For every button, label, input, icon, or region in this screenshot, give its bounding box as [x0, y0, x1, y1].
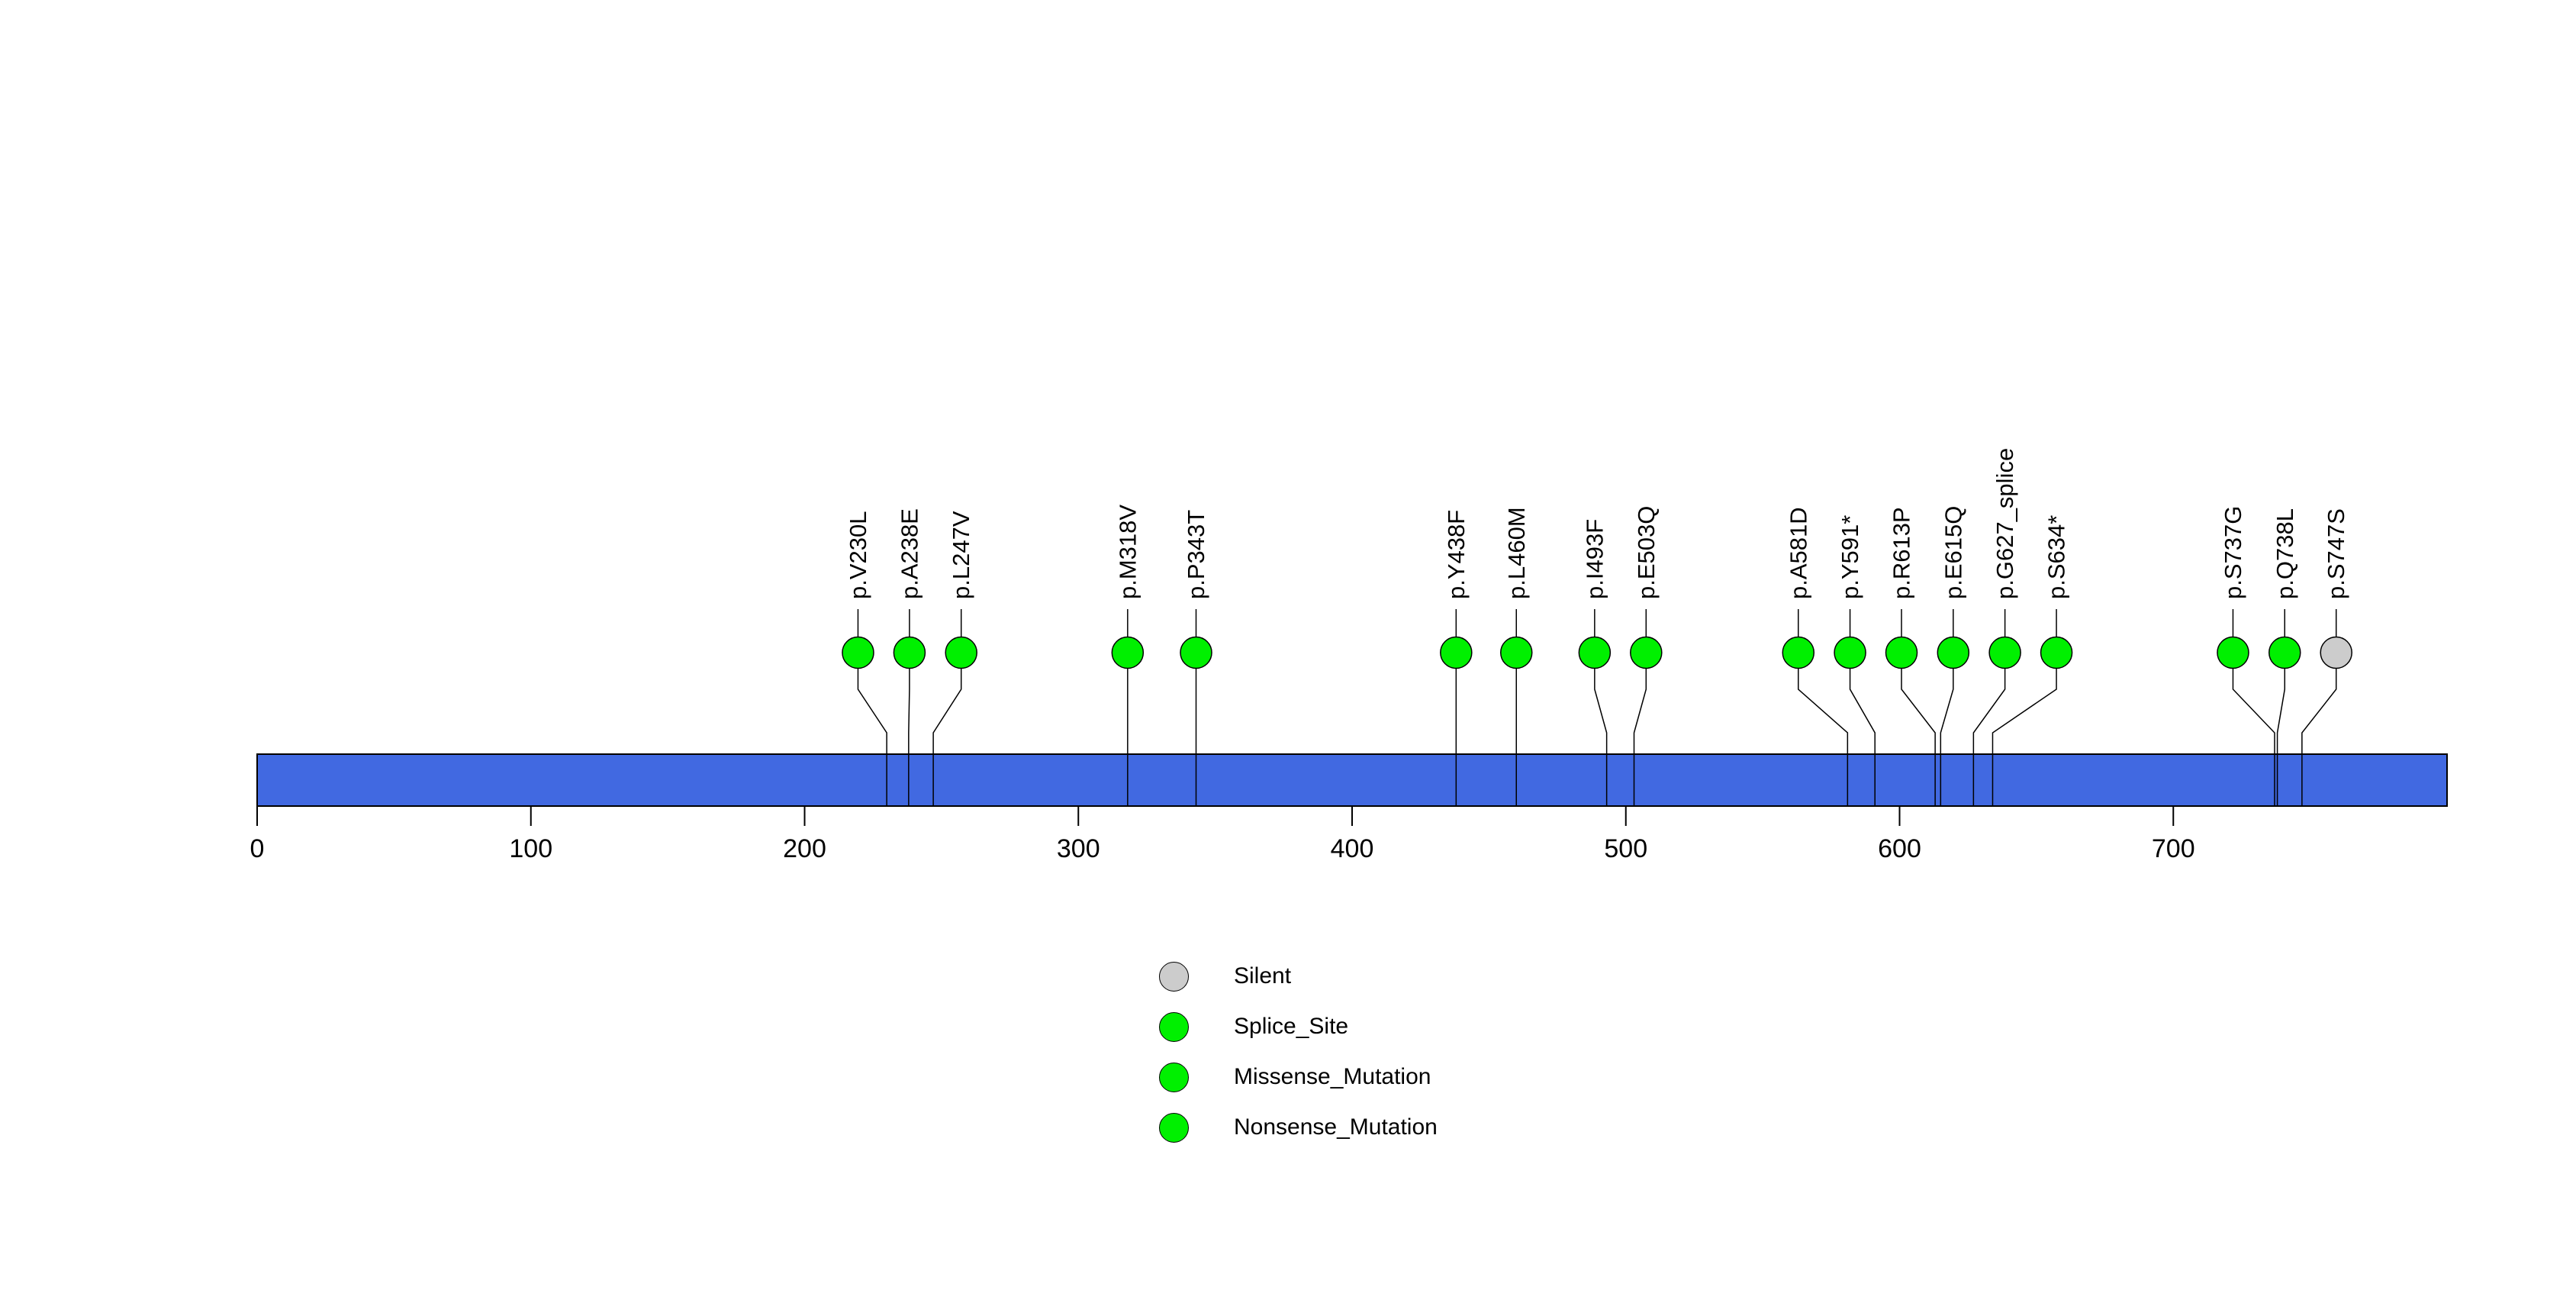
- legend-item-missense-mutation: Missense_Mutation: [1159, 1062, 1438, 1092]
- legend-label: Splice_Site: [1234, 1014, 1349, 1039]
- mutation-point: [1630, 636, 1663, 669]
- mutation-stem: [1901, 653, 1936, 806]
- mutation-point: [2268, 636, 2301, 669]
- legend-item-silent: Silent: [1159, 961, 1438, 992]
- mutation-label: p.S737G: [2220, 506, 2246, 599]
- mutation-stem: [857, 653, 887, 806]
- mutation-point: [1440, 636, 1473, 669]
- mutation-label: p.V230L: [845, 511, 871, 600]
- mutation-label: p.M318V: [1114, 505, 1141, 599]
- legend-label: Nonsense_Mutation: [1234, 1114, 1438, 1140]
- mutation-point: [1578, 636, 1612, 669]
- mutation-label: p.Q738L: [2272, 508, 2298, 599]
- mutation-label: p.S634*: [2043, 515, 2070, 599]
- protein-bar: [256, 753, 2448, 807]
- mutation-point: [1885, 636, 1918, 669]
- mutation-point: [2040, 636, 2073, 669]
- axis-tick-label: 100: [509, 834, 552, 863]
- mutation-stem: [1940, 653, 1954, 806]
- mutation-label: p.S747S: [2323, 508, 2349, 599]
- mutation-label: p.P343T: [1183, 510, 1209, 599]
- mutation-point: [893, 636, 926, 669]
- mutation-stem: [908, 653, 910, 806]
- mutation-stem: [1633, 653, 1647, 806]
- axis-tick-label: 400: [1331, 834, 1374, 863]
- axis-tick-label: 300: [1057, 834, 1100, 863]
- axis-tick-label: 200: [783, 834, 826, 863]
- mutation-point: [2320, 636, 2352, 669]
- legend: Silent Splice_Site Missense_Mutation Non…: [1159, 961, 1438, 1143]
- axis-tick-label: 500: [1604, 834, 1647, 863]
- missense-mutation-circle-icon: [1159, 1062, 1189, 1092]
- mutation-stem: [2232, 653, 2275, 806]
- mutation-stem: [1972, 653, 2006, 806]
- mutation-label: p.L247V: [948, 511, 974, 599]
- mutation-label: p.A581D: [1785, 507, 1811, 599]
- mutation-label: p.E503Q: [1633, 506, 1660, 599]
- mutation-label: p.E615Q: [1940, 506, 1966, 599]
- mutation-label: p.R613P: [1889, 507, 1915, 599]
- mutation-point: [2217, 636, 2249, 669]
- mutation-point: [1180, 636, 1212, 669]
- mutation-stem: [1849, 653, 1876, 806]
- mutation-point: [1500, 636, 1533, 669]
- legend-item-nonsense-mutation: Nonsense_Mutation: [1159, 1112, 1438, 1143]
- mutation-stem: [2301, 653, 2337, 806]
- axis-tick-label: 600: [1878, 834, 1921, 863]
- legend-item-splice-site: Splice_Site: [1159, 1011, 1438, 1042]
- mutation-label: p.G627_splice: [1992, 448, 2018, 599]
- legend-label: Missense_Mutation: [1234, 1064, 1431, 1089]
- mutation-stem: [1594, 653, 1608, 806]
- silent-circle-icon: [1159, 961, 1189, 992]
- mutation-point: [842, 636, 874, 669]
- mutation-point: [945, 636, 977, 669]
- mutation-point: [1937, 636, 1970, 669]
- splice-site-circle-icon: [1159, 1011, 1189, 1042]
- mutation-stem: [2276, 653, 2286, 806]
- mutation-point: [1988, 636, 2021, 669]
- mutation-stem: [932, 653, 962, 806]
- mutation-label: p.A238E: [896, 508, 923, 599]
- mutation-stem: [1992, 653, 2057, 806]
- mutation-label: p.L460M: [1503, 507, 1530, 599]
- mutation-point: [1834, 636, 1866, 669]
- mutation-label: p.I493F: [1581, 519, 1608, 599]
- axis-tick-label: 0: [250, 834, 265, 863]
- mutation-label: p.Y438F: [1443, 510, 1470, 599]
- mutation-stem: [1798, 653, 1849, 806]
- mutation-label: p.Y591*: [1837, 515, 1863, 599]
- nonsense-mutation-circle-icon: [1159, 1112, 1189, 1143]
- legend-label: Silent: [1234, 963, 1292, 988]
- mutation-point: [1111, 636, 1145, 669]
- mutation-point: [1782, 636, 1815, 669]
- axis-tick-label: 700: [2152, 834, 2195, 863]
